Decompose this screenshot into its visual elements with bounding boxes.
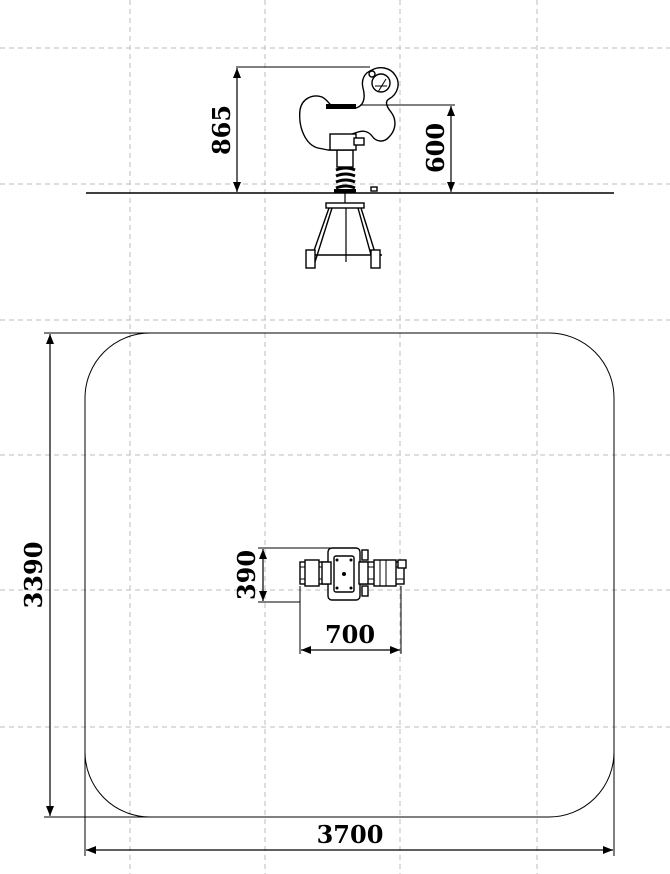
- dimension-zone-width: 3390: [19, 332, 150, 818]
- dimension-equipment-width: 390: [232, 547, 336, 603]
- dimension-zone-length: 3700: [84, 752, 615, 856]
- ground-marker: [370, 186, 378, 192]
- spring: [334, 146, 356, 193]
- dimension-seat-height: 600: [360, 104, 455, 192]
- seat-height-label: 600: [421, 123, 450, 173]
- dimension-equipment-length: 700: [299, 586, 402, 654]
- zone-width-label: 3390: [19, 542, 48, 609]
- rocker-body: [299, 67, 399, 151]
- zone-length-label: 3700: [317, 820, 384, 849]
- safety-zone-outline: [84, 332, 615, 818]
- equipment-plan: [299, 547, 407, 601]
- overall-height-label: 865: [207, 105, 236, 155]
- equipment-length-label: 700: [325, 620, 375, 649]
- side-view: 865 600: [86, 66, 614, 269]
- dimension-overall-height: 865: [207, 66, 370, 192]
- plan-view: 390 700 3390 3700: [19, 332, 615, 856]
- ground-anchor: [305, 193, 382, 269]
- equipment-width-label: 390: [232, 550, 261, 600]
